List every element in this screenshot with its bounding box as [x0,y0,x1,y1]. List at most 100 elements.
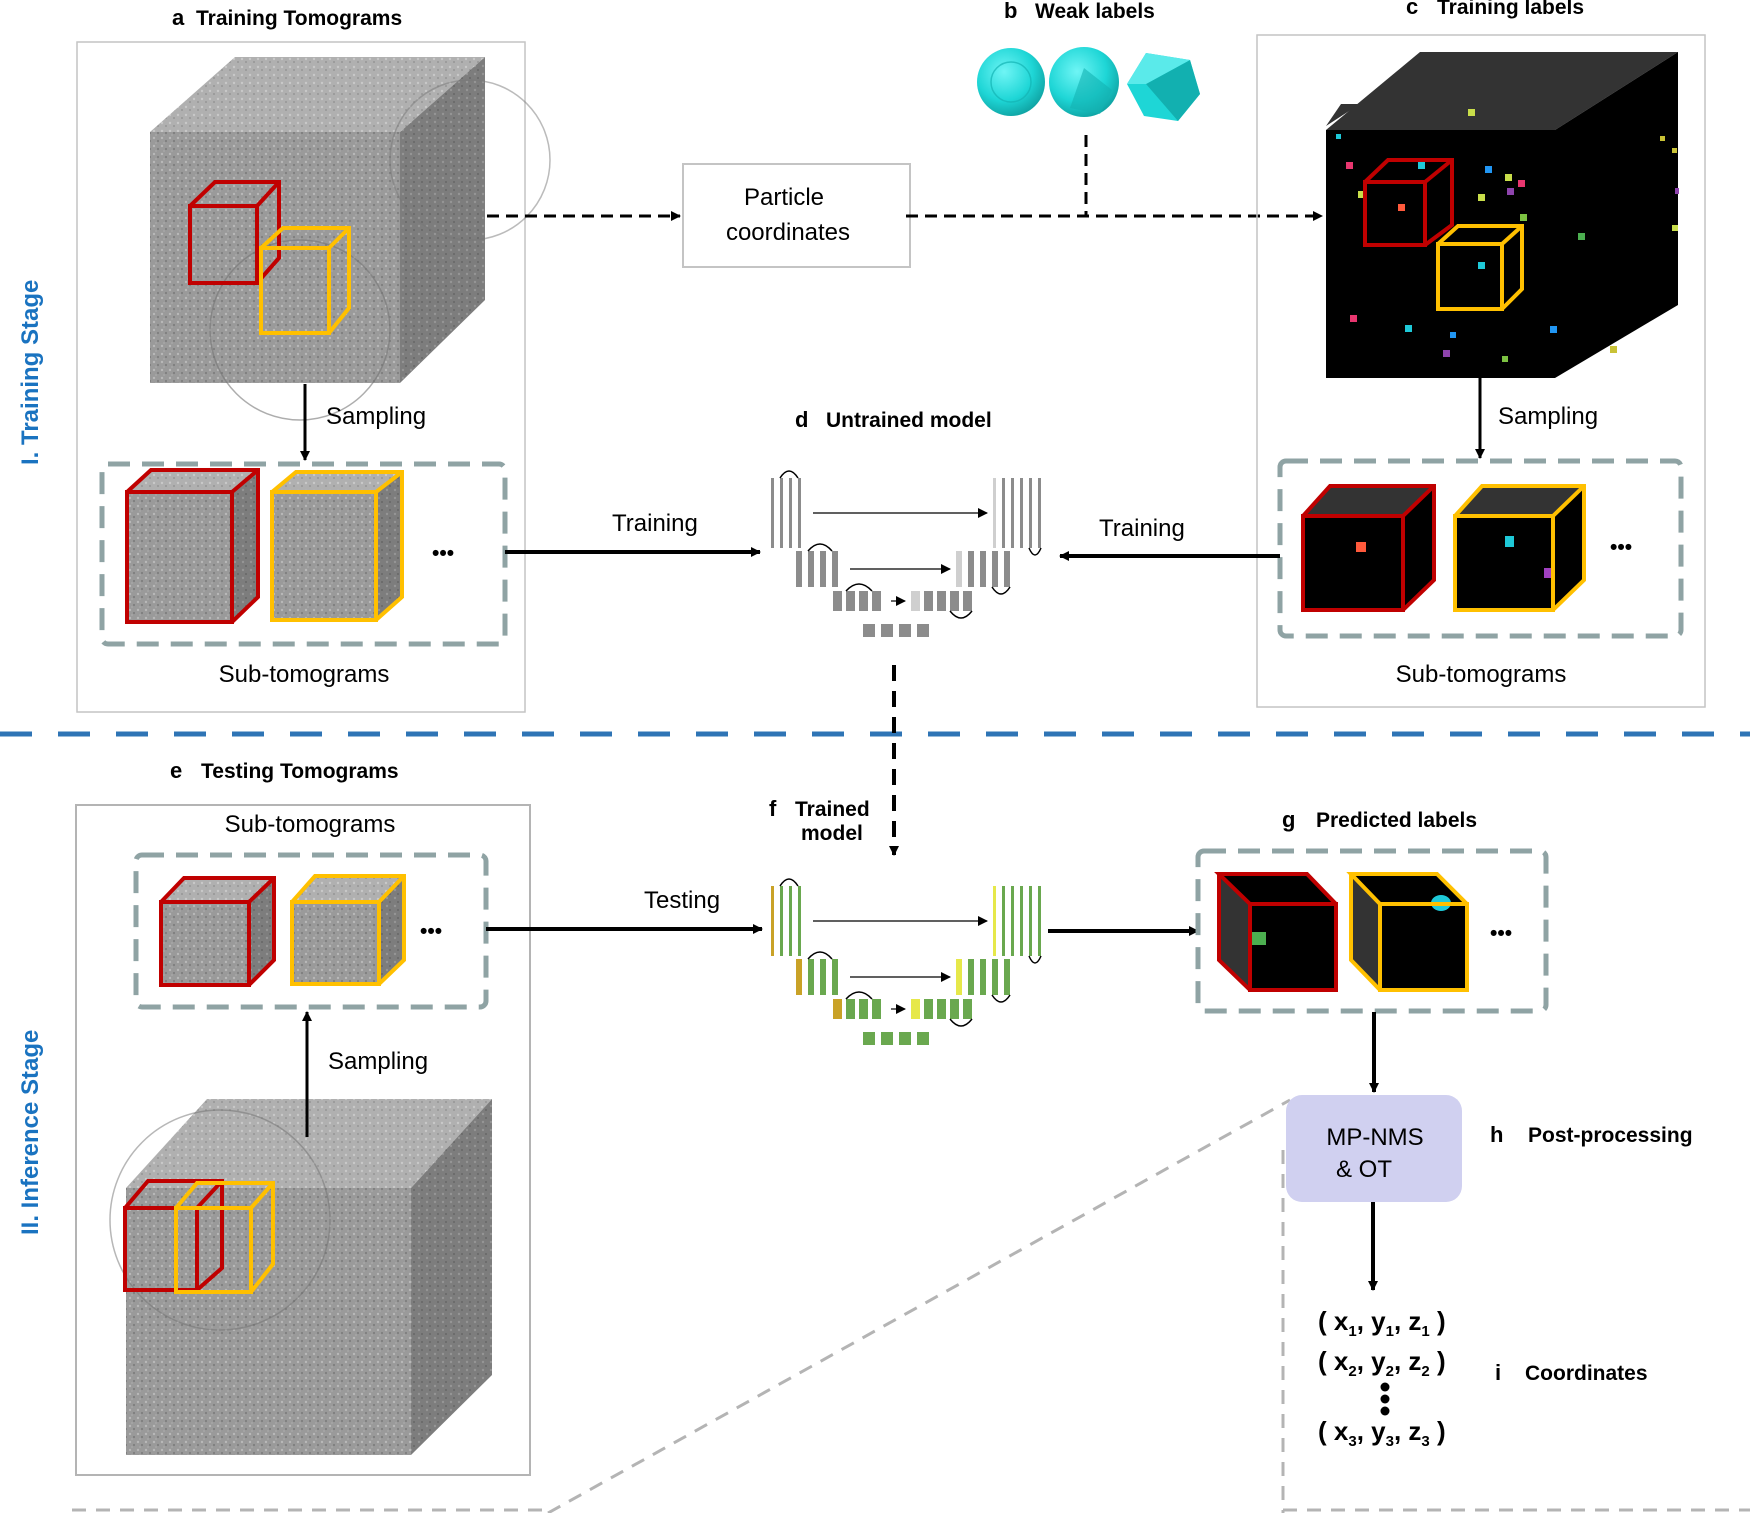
panel-c-frame [1256,34,1706,708]
unet-residual-arc [779,470,799,479]
weak-label-sphere-1-icon [977,48,1045,116]
sub-label-red-c [1301,484,1436,612]
panel-c-sampling-label: Sampling [1498,403,1598,430]
unet-bottleneck-block [881,624,893,637]
unet-decoder-block [1038,886,1041,956]
testing-label: Testing [644,887,720,914]
panel-e-frame [75,804,531,1476]
unet-residual-arc [1028,547,1042,556]
panel-e-letter: e [170,758,182,783]
unet-decoder-block [1002,478,1005,548]
particle-coordinates-box: Particle coordinates [682,163,911,268]
unet-encoder-block [796,959,802,995]
unet-decoder-block [968,959,974,995]
training-label-cube [1326,52,1678,378]
unet-decoder-block [963,999,972,1019]
predicted-yellow-cube [1346,872,1469,992]
panel-a: a Training Tomograms Sampling [76,5,551,713]
unet-decoder-block [1020,478,1023,548]
zoom-guide-diagonal [547,1098,1291,1513]
unet-decoder-block [1038,478,1041,548]
panel-h-letter: h [1490,1122,1503,1147]
sub-tomogram-yellow-e [290,874,406,986]
panel-h: MP-NMS & OT h Post-processing [1286,1095,1693,1202]
unet-residual-arc [807,951,833,960]
unet-decoder-block [980,551,986,587]
untrained-unet-icon [771,470,1042,637]
svg-text:( x1, y1, z1 ): ( x1, y1, z1 ) [1318,1306,1446,1340]
unet-decoder-block [924,591,933,611]
svg-text:( x3, y3, z3 ): ( x3, y3, z3 ) [1318,1416,1446,1450]
unet-decoder-block [963,591,972,611]
unet-decoder-block [1029,886,1032,956]
inference-stage-label: II. Inference Stage [17,1030,44,1235]
panel-i-letter: i [1495,1360,1501,1385]
unet-decoder-block [950,591,959,611]
weak-label-cube-icon [1127,53,1200,121]
sub-tomogram-yellow-a [270,470,404,622]
unet-decoder-block [1029,478,1032,548]
panel-c: c Training labels [1256,0,1706,708]
panel-f-title-line1: Trained [795,798,870,821]
unet-decoder-block [992,959,998,995]
panel-i: ( x1, y1, z1 ) ( x2, y2, z2 ) ( x3, y3, … [1318,1306,1648,1450]
unet-decoder-block [1004,959,1010,995]
red-sample-box-c [1363,158,1454,247]
red-sample-box [188,180,281,285]
unet-encoder-block [846,999,855,1019]
unet-residual-arc [845,991,873,1000]
particle-line2: coordinates [726,219,850,246]
unet-encoder-block [796,551,802,587]
panel-b-letter: b [1004,0,1017,23]
unet-encoder-block [789,886,792,956]
unet-residual-arc [991,994,1011,1003]
unet-encoder-block [789,478,792,548]
panel-h-title: Post-processing [1528,1124,1693,1147]
panel-i-title: Coordinates [1525,1362,1648,1385]
panel-a-title: Training Tomograms [196,7,402,30]
panel-f-letter: f [769,796,777,821]
unet-bottleneck-block [917,1032,929,1045]
ellipsis-c: ••• [1610,536,1632,559]
unet-decoder-block [993,478,996,548]
panel-e-sampling-label: Sampling [328,1048,428,1075]
unet-encoder-block [859,999,868,1019]
unet-decoder-block [1020,886,1023,956]
unet-decoder-block [968,551,974,587]
unet-encoder-block [832,959,838,995]
unet-encoder-block [820,551,826,587]
panel-b-title: Weak labels [1035,0,1155,23]
unet-encoder-block [780,478,783,548]
panel-g-title: Predicted labels [1316,809,1477,832]
unet-residual-arc [1028,955,1042,964]
unet-decoder-block [956,551,962,587]
unet-residual-arc [949,1018,973,1027]
unet-decoder-block [1004,551,1010,587]
panel-e-sub-caption: Sub-tomograms [225,811,396,838]
unet-encoder-block [859,591,868,611]
panel-c-sub-caption: Sub-tomograms [1396,661,1567,688]
panel-a-sampling-label: Sampling [326,403,426,430]
training-stage-label: I. Training Stage [17,280,44,465]
panel-f-title-line2: model [801,822,863,845]
unet-encoder-block [872,999,881,1019]
testing-tomogram-cube [109,1099,492,1455]
unet-encoder-block [833,999,842,1019]
unet-bottleneck-block [863,1032,875,1045]
label-particles [1336,109,1679,362]
unet-encoder-block [820,959,826,995]
unet-encoder-block [780,886,783,956]
unet-bottleneck-block [881,1032,893,1045]
training-label-left: Training [612,510,698,537]
unet-encoder-block [846,591,855,611]
panel-f: f Trained model [769,796,1042,1045]
panel-c-letter: c [1406,0,1418,19]
unet-decoder-block [911,591,920,611]
unet-encoder-block [833,591,842,611]
yellow-sample-box-e [174,1181,275,1294]
sub-tomogram-red-a [125,468,260,624]
coordinate-row-2: ( x2, y2, z2 ) [1318,1346,1446,1380]
unet-encoder-block [808,551,814,587]
ellipsis-a: ••• [432,542,454,565]
